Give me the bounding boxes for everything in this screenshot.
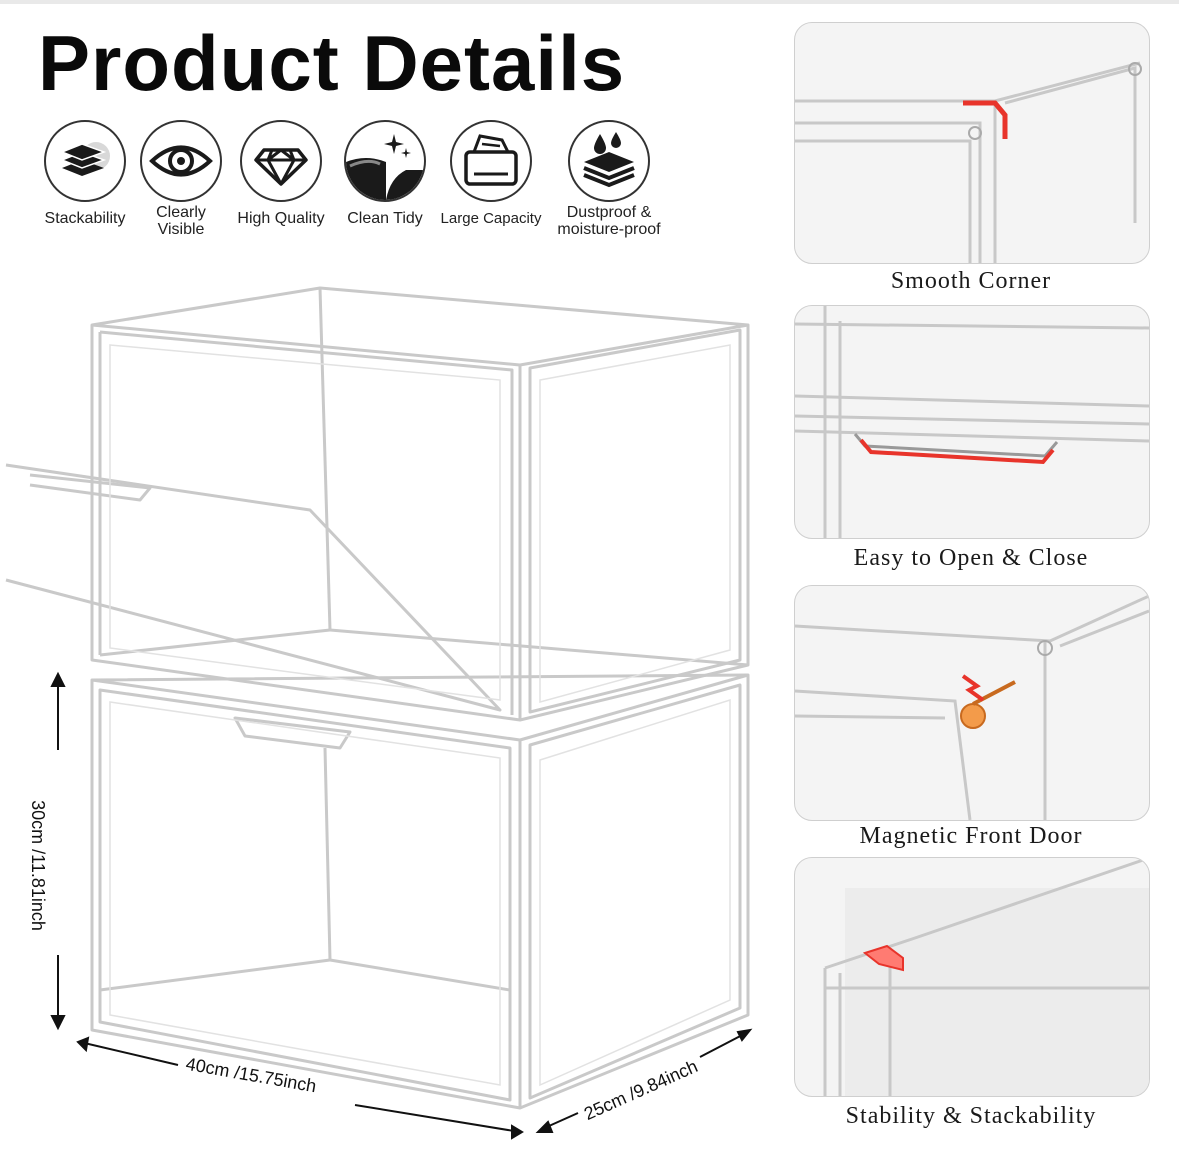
top-divider bbox=[0, 0, 1179, 4]
feature-label: Clearly Visible bbox=[156, 204, 206, 238]
height-dimension-label: 30cm /11.81inch bbox=[27, 800, 48, 931]
detail-caption-stability: Stability & Stackability bbox=[845, 1103, 1097, 1129]
feature-label: Clean Tidy bbox=[347, 210, 423, 227]
stacked-boxes-drawing bbox=[5, 286, 753, 1140]
detail-caption-smooth-corner: Smooth Corner bbox=[890, 268, 1052, 294]
detail-panel-stability bbox=[794, 857, 1150, 1097]
product-illustration: 30cm /11.81inch 40cm /15.75inch 25cm /9.… bbox=[0, 270, 790, 1150]
detail-caption-magnetic-door: Magnetic Front Door bbox=[859, 823, 1083, 849]
diamond-icon bbox=[240, 120, 322, 202]
feature-icons-row: Stackability Clearly Visible High Qualit… bbox=[30, 120, 690, 250]
feature-clearly-visible: Clearly Visible bbox=[126, 120, 236, 238]
feature-label: High Quality bbox=[237, 210, 325, 227]
feature-label: Stackability bbox=[44, 210, 126, 227]
feature-dustproof: Dustproof & moisture-proof bbox=[554, 120, 664, 238]
detail-panel-smooth-corner bbox=[794, 22, 1150, 264]
feature-clean-tidy: Clean Tidy bbox=[330, 120, 440, 227]
feature-high-quality: High Quality bbox=[226, 120, 336, 227]
feature-label: Large Capacity bbox=[440, 210, 542, 227]
detail-caption-easy-open: Easy to Open & Close bbox=[853, 545, 1089, 571]
eye-icon bbox=[140, 120, 222, 202]
feature-stackability: Stackability bbox=[30, 120, 140, 227]
feature-large-capacity: Large Capacity bbox=[436, 120, 546, 227]
water-drop-shield-icon bbox=[568, 120, 650, 202]
storage-box-icon bbox=[450, 120, 532, 202]
page-title: Product Details bbox=[38, 19, 626, 107]
detail-panel-easy-open bbox=[794, 305, 1150, 539]
stack-layers-icon bbox=[44, 120, 126, 202]
detail-panel-magnetic-door bbox=[794, 585, 1150, 821]
feature-label: Dustproof & moisture-proof bbox=[557, 204, 661, 238]
sparkle-surface-icon bbox=[344, 120, 426, 202]
